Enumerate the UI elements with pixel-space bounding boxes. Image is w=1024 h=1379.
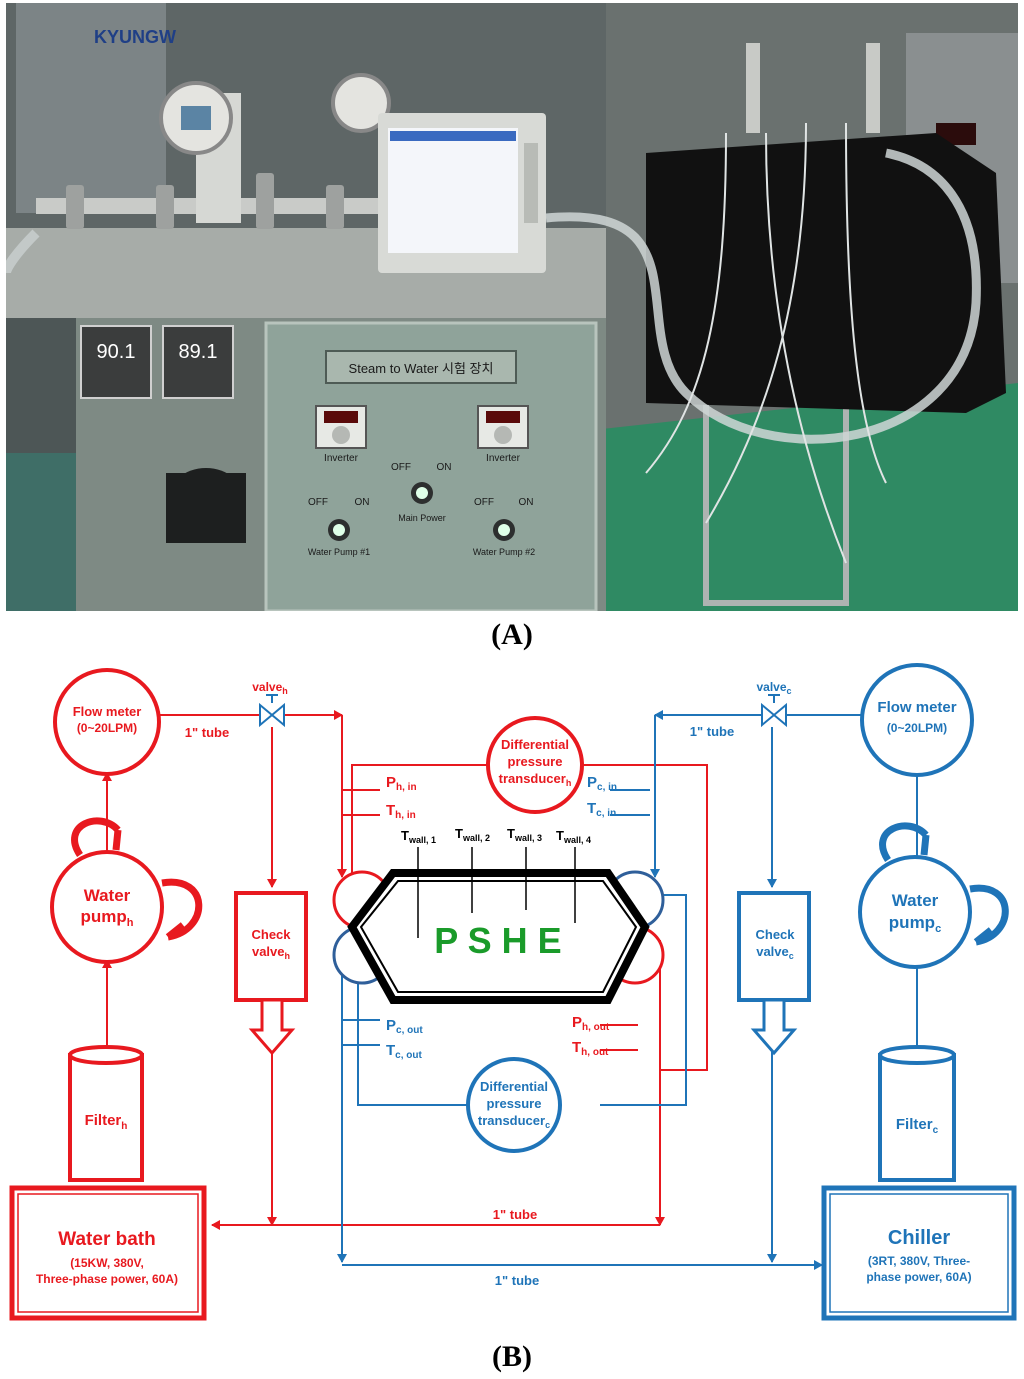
hot-tube-top-label: 1" tube: [185, 725, 229, 740]
cold-check-valve-label-2: valvec: [756, 944, 794, 961]
cold-pump-label-2: pumpc: [889, 913, 941, 935]
cold-pump-label: Water: [892, 891, 939, 910]
cold-t-out-label: Tc, out: [386, 1042, 423, 1061]
cold-dp-transducer: [466, 1057, 562, 1153]
twall-2-label: Twall, 2: [455, 826, 490, 843]
hot-check-valve: [234, 891, 308, 1056]
main-off-label: OFF: [391, 462, 411, 473]
cold-flow-meter-label: Flow meter: [877, 699, 956, 716]
hot-flow-meter-range: (0~20LPM): [77, 721, 137, 735]
cold-dp-label-2: pressure: [487, 1096, 542, 1111]
hot-dp-label-3: transducerh: [499, 771, 572, 788]
cold-valve-icon: [761, 694, 787, 728]
hot-pump-label-2: pumph: [80, 907, 133, 929]
cold-pump: [858, 822, 1009, 969]
pump2-off-label: OFF: [474, 497, 494, 508]
water-bath-spec-2: Three-phase power, 60A): [36, 1272, 178, 1286]
main-power-label: Main Power: [398, 513, 446, 523]
background-machine: [16, 3, 166, 213]
water-bath-title: Water bath: [58, 1229, 155, 1250]
water-bath: [9, 1185, 207, 1321]
hot-filter-label: Filterh: [85, 1112, 128, 1132]
controller-1-value: 90.1: [97, 341, 136, 363]
hot-flow-meter: [53, 668, 161, 776]
inverter-left-label: Inverter: [324, 453, 359, 464]
cold-flow-meter: [860, 663, 974, 777]
cold-t-in-label: Tc, in: [587, 800, 616, 819]
hot-p-in-label: Ph, in: [386, 774, 417, 793]
chiller-title: Chiller: [888, 1227, 950, 1249]
cold-check-valve-label: Check: [755, 927, 795, 942]
pump1-label: Water Pump #1: [308, 547, 370, 557]
brand-text: KYUNGW: [94, 27, 176, 47]
hot-dp-label-2: pressure: [508, 754, 563, 769]
twall-3-label: Twall, 3: [507, 826, 542, 843]
hot-t-out-label: Th, out: [572, 1039, 609, 1058]
cold-valve-label: valvec: [756, 680, 791, 696]
hot-p-out-label: Ph, out: [572, 1014, 610, 1033]
pump1-off-label: OFF: [308, 497, 328, 508]
covered-heat-exchanger: [646, 133, 1006, 413]
cold-p-in-label: Pc, in: [587, 774, 617, 793]
cold-dp-label-1: Differential: [480, 1079, 548, 1094]
hot-dp-label-1: Differential: [501, 737, 569, 752]
cold-tube-bottom-label: 1" tube: [495, 1273, 539, 1288]
chiller-spec-1: (3RT, 380V, Three-: [868, 1254, 970, 1268]
twall-1-label: Twall, 1: [401, 828, 436, 845]
cold-check-valve: [737, 891, 811, 1056]
hot-t-in-label: Th, in: [386, 802, 416, 821]
panel-b-label: (B): [491, 1340, 532, 1373]
twall-4-label: Twall, 4: [556, 828, 591, 845]
main-on-label: ON: [437, 462, 452, 473]
hot-pump-label: Water: [84, 886, 131, 905]
pump1-on-label: ON: [355, 497, 370, 508]
water-bath-spec-1: (15KW, 380V,: [70, 1256, 144, 1270]
panel-a-label: (A): [491, 618, 533, 651]
hot-filter: [68, 1045, 144, 1182]
hot-pump: [50, 817, 203, 964]
cold-tube-top-label: 1" tube: [690, 724, 734, 739]
cold-filter-label: Filterc: [896, 1116, 939, 1136]
cold-dp-label-3: transducerc: [478, 1113, 550, 1130]
cold-p-out-label: Pc, out: [386, 1017, 423, 1036]
schematic-diagram: Flow meter (0~20LPM) 1" tube valveh Wate…: [9, 663, 1017, 1321]
hot-valve-label: valveh: [252, 680, 288, 696]
chiller: [821, 1185, 1017, 1321]
pump2-on-label: ON: [519, 497, 534, 508]
inverter-right-label: Inverter: [486, 453, 521, 464]
hot-check-valve-label-2: valveh: [252, 944, 290, 961]
controller-2-value: 89.1: [179, 341, 218, 363]
hot-tube-bottom-label: 1" tube: [493, 1207, 537, 1222]
cold-filter: [878, 1045, 956, 1182]
pshe-body: [347, 869, 650, 1004]
hot-dp-transducer: [486, 716, 584, 814]
hot-valve-icon: [259, 694, 285, 728]
pshe-label: P S H E: [434, 920, 561, 961]
chiller-spec-2: phase power, 60A): [866, 1270, 971, 1284]
hot-flow-meter-label: Flow meter: [73, 704, 142, 719]
cabinet-sign: Steam to Water 시험 장치: [349, 361, 494, 376]
pump2-label: Water Pump #2: [473, 547, 535, 557]
rig-photo: KYUNGW Steam to Water 시험 장치 Inverter Inv…: [6, 3, 1018, 611]
cold-flow-meter-range: (0~20LPM): [887, 721, 947, 735]
hot-check-valve-label: Check: [251, 927, 291, 942]
